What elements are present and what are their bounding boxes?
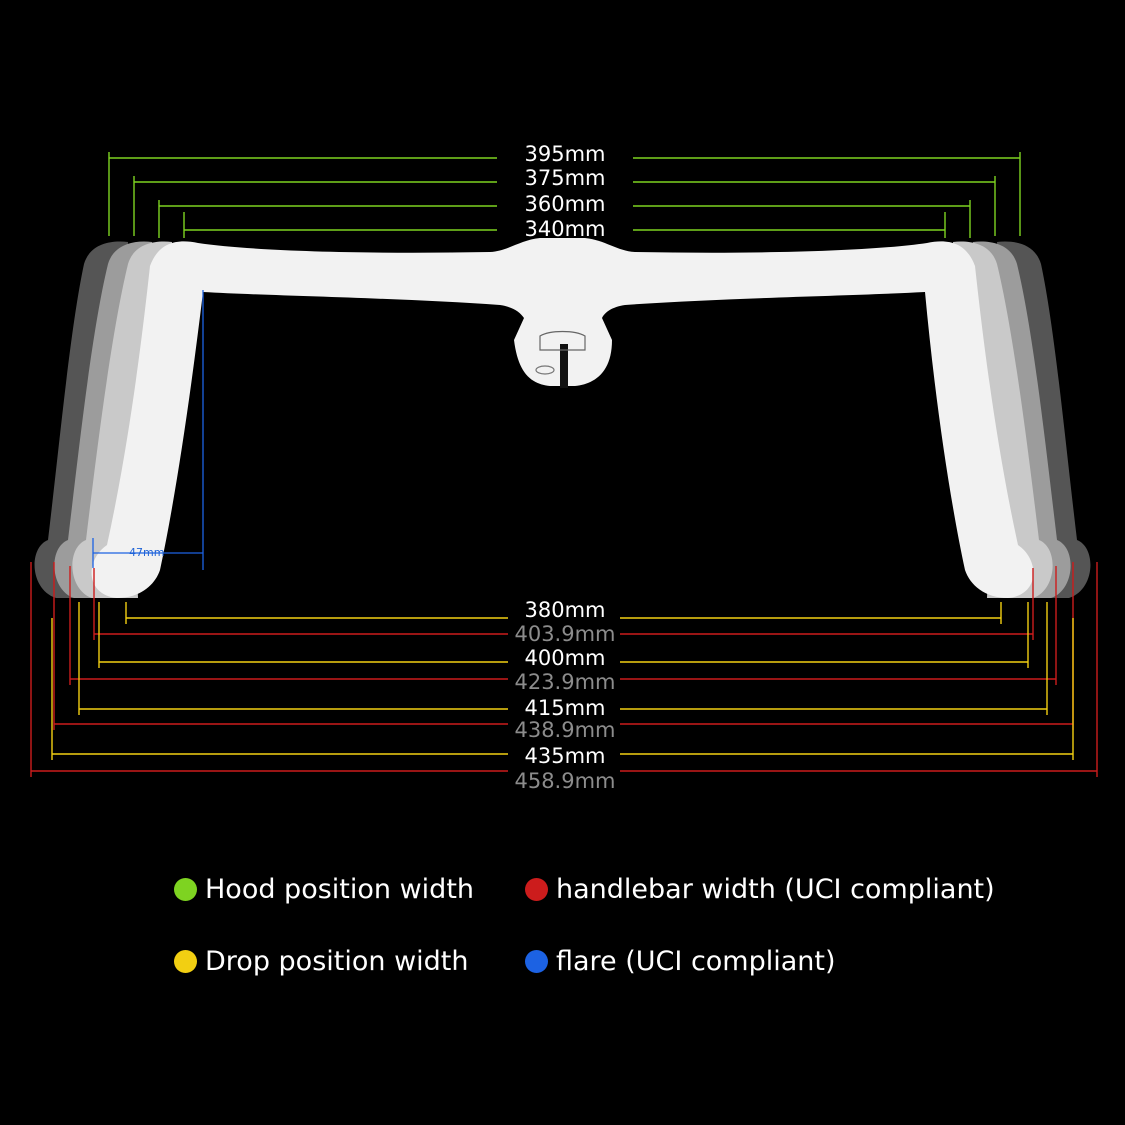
drop-width-label-435: 435mm bbox=[525, 744, 606, 768]
flare-label: 47mm bbox=[129, 546, 164, 559]
drop-dim-400 bbox=[98, 602, 1029, 668]
drop-dim-380 bbox=[125, 602, 1002, 624]
drop-width-label-380: 380mm bbox=[525, 598, 606, 622]
hood-width-dimensions: 395mm 375mm 360mm 340mm bbox=[108, 142, 1021, 241]
handlebar-width-label-423-9: 423.9mm bbox=[514, 670, 615, 694]
hood-dim-375 bbox=[133, 176, 996, 236]
handlebar-width-label-458-9: 458.9mm bbox=[514, 769, 615, 793]
drop-dim-415 bbox=[78, 602, 1048, 715]
flare-dimension: 47mm bbox=[92, 290, 204, 570]
hood-width-label-340: 340mm bbox=[525, 217, 606, 241]
hood-width-label-395: 395mm bbox=[525, 142, 606, 166]
hood-dim-395 bbox=[108, 152, 1021, 236]
handlebar-width-label-438-9: 438.9mm bbox=[514, 718, 615, 742]
handlebar-dim-458-9 bbox=[30, 562, 1098, 777]
hood-width-label-375: 375mm bbox=[525, 166, 606, 190]
handlebar-dim-403-9 bbox=[93, 568, 1034, 640]
handlebar-dim-423-9 bbox=[69, 566, 1057, 685]
drop-dim-435 bbox=[51, 618, 1074, 760]
hood-dim-340 bbox=[183, 212, 946, 238]
drop-width-label-415: 415mm bbox=[525, 696, 606, 720]
hood-dim-360 bbox=[158, 200, 971, 238]
drop-width-label-400: 400mm bbox=[525, 646, 606, 670]
drop-and-handlebar-dimensions: 380mm 403.9mm 400mm 423.9mm 415mm 438.9m… bbox=[30, 562, 1098, 793]
hood-width-label-360: 360mm bbox=[525, 192, 606, 216]
handlebar-width-label-403-9: 403.9mm bbox=[514, 622, 615, 646]
handlebar-main-silhouette bbox=[91, 238, 1034, 598]
